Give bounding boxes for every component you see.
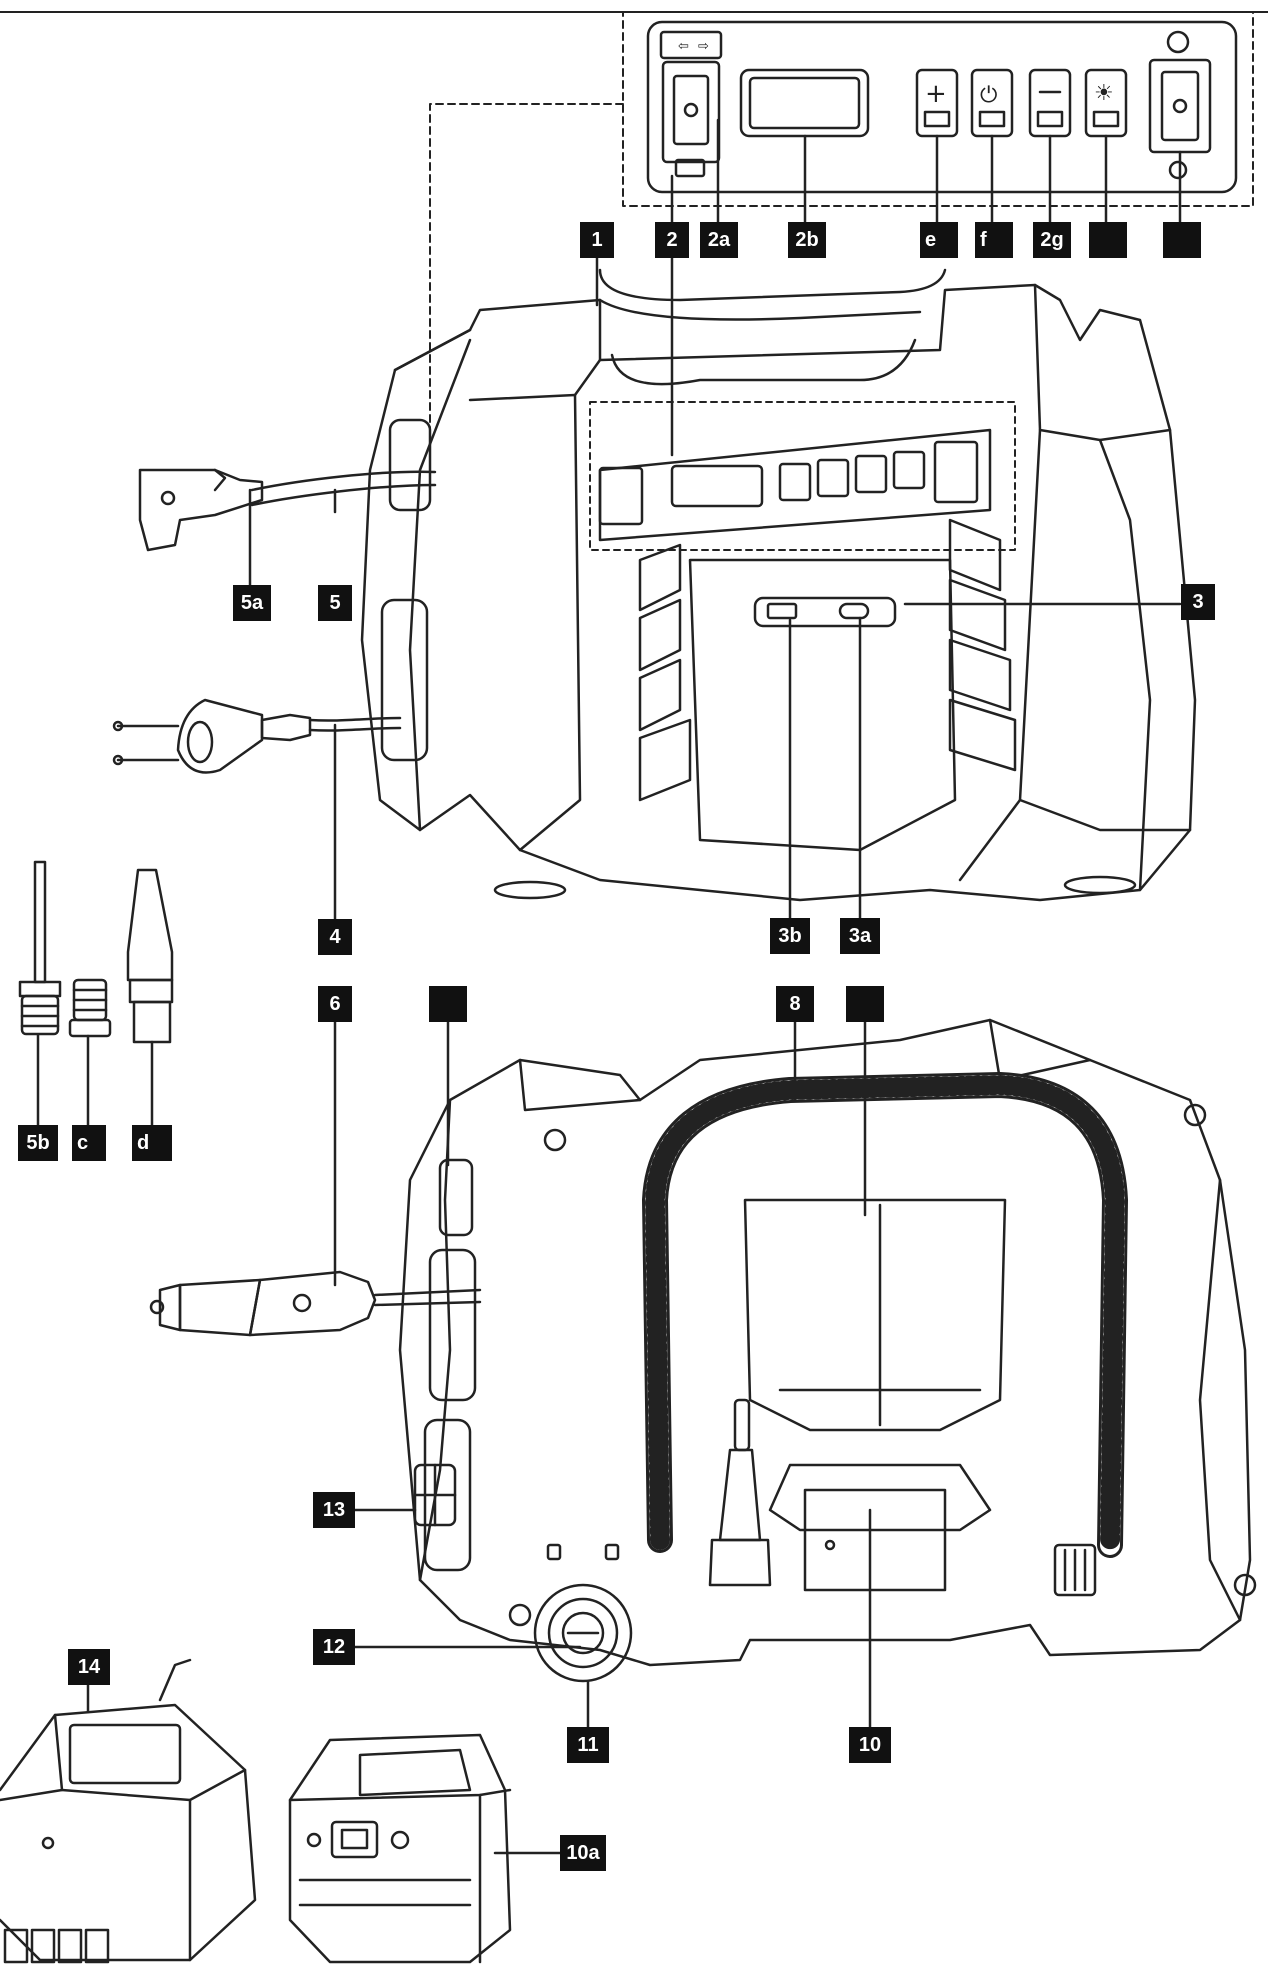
callout-9 bbox=[846, 986, 884, 1022]
callout-3b: 3b bbox=[770, 918, 810, 954]
callout-f: f bbox=[975, 222, 1013, 258]
callout-13: 13 bbox=[313, 1492, 355, 1528]
leader-lines bbox=[36, 254, 1182, 1855]
battery-pack bbox=[288, 1733, 512, 1964]
power-cord bbox=[112, 698, 402, 774]
callout-10: 10 bbox=[849, 1727, 891, 1763]
compressor-rear-view bbox=[398, 1018, 1257, 1683]
svg-text:☀: ☀ bbox=[1094, 81, 1114, 106]
svg-text:+: + bbox=[925, 79, 947, 109]
battery-charger bbox=[0, 1658, 257, 1964]
svg-text:⇦: ⇦ bbox=[678, 39, 689, 54]
callout-10a: 10a bbox=[560, 1835, 606, 1871]
callout-5b: 5b bbox=[18, 1125, 58, 1161]
callout-3: 3 bbox=[1181, 584, 1215, 620]
callout-c: c bbox=[72, 1125, 106, 1161]
callout-e: e bbox=[920, 222, 958, 258]
callout-2h bbox=[1089, 222, 1127, 258]
callout-5: 5 bbox=[318, 585, 352, 621]
svg-text:⇨: ⇨ bbox=[698, 39, 709, 54]
callout-5a: 5a bbox=[233, 585, 271, 621]
air-hose-front bbox=[138, 468, 437, 552]
callout-3a: 3a bbox=[840, 918, 880, 954]
callout-7 bbox=[429, 986, 467, 1022]
callout-4: 4 bbox=[318, 919, 352, 955]
callout-12: 12 bbox=[313, 1629, 355, 1665]
callout-2g: 2g bbox=[1033, 222, 1071, 258]
callout-14: 14 bbox=[68, 1649, 110, 1685]
callout-2: 2 bbox=[655, 222, 689, 258]
callout-1: 1 bbox=[580, 222, 614, 258]
callout-8: 8 bbox=[776, 986, 814, 1022]
callout-d: d bbox=[132, 1125, 172, 1161]
compressor-front-view bbox=[360, 268, 1197, 902]
callout-11: 11 bbox=[567, 1727, 609, 1763]
callout-2b: 2b bbox=[788, 222, 826, 258]
nozzle-adapters bbox=[18, 860, 174, 1044]
svg-text:⏻: ⏻ bbox=[980, 83, 997, 108]
callout-6: 6 bbox=[318, 986, 352, 1022]
callout-2a: 2a bbox=[700, 222, 738, 258]
callout-2i bbox=[1163, 222, 1201, 258]
control-panel-detail: ⇦ ⇨ + ⏻ ☀ bbox=[429, 11, 1254, 483]
car-plug bbox=[149, 1270, 482, 1337]
